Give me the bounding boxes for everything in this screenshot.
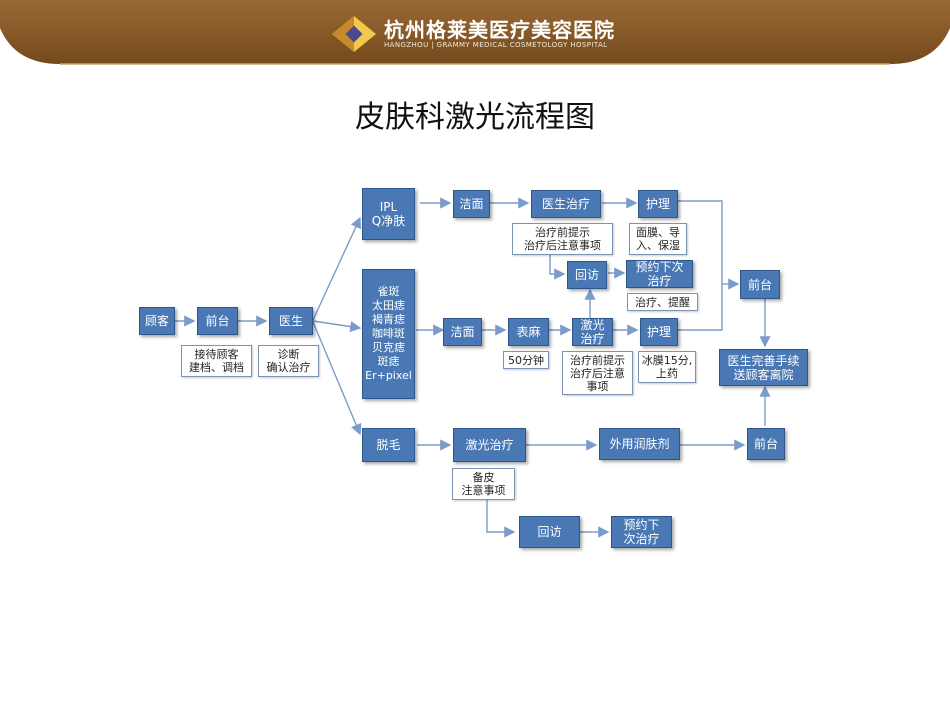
- flow-node-top-cleanse: 洁面: [453, 190, 490, 218]
- flow-node-hair-removal: 脱毛: [362, 428, 415, 462]
- flow-node-laser-treatment: 激光 治疗: [572, 318, 613, 346]
- flow-node-ipl: IPL Q净肤: [362, 188, 415, 240]
- flow-node-revisit-mid: 回访: [567, 261, 607, 289]
- flow-node-hair-laser: 激光治疗: [453, 428, 526, 462]
- page-title: 皮肤科激光流程图: [355, 100, 595, 135]
- flow-node-front-desk-right: 前台: [740, 270, 780, 299]
- brand-name-en: HANGZHOU | GRAMMY MEDICAL COSMETOLOGY HO…: [384, 41, 608, 49]
- flow-node-discharge: 医生完善手续 送顾客离院: [719, 349, 808, 386]
- note-anesthesia-time: 50分钟: [503, 351, 549, 369]
- note-care-details: 面膜、导 入、保湿: [629, 223, 687, 255]
- note-laser-tips: 治疗前提示 治疗后注意 事项: [562, 351, 633, 395]
- flow-node-next-appointment-bottom: 预约下 次治疗: [611, 516, 672, 548]
- flow-node-front-desk-bottom: 前台: [747, 428, 785, 460]
- flow-node-anesthesia: 表麻: [508, 318, 549, 346]
- flow-node-revisit-bottom: 回访: [519, 516, 580, 548]
- note-ice-mask: 冰膜15分, 上药: [638, 351, 696, 383]
- flow-node-customer: 顾客: [139, 307, 175, 335]
- hospital-logo-icon: [332, 16, 376, 52]
- brand-name-cn: 杭州格莱美医疗美容医院: [384, 18, 615, 42]
- flow-node-doctor: 医生: [269, 307, 313, 335]
- flow-node-next-appointment-mid: 预约下次 治疗: [626, 260, 693, 288]
- note-treatment-reminder: 治疗、提醒: [627, 293, 698, 311]
- flow-node-pigment-lesions: 雀斑 太田痣 褐青痣 咖啡斑 贝克痣 斑痣 Er+pixel: [362, 269, 415, 399]
- flow-node-mid-cleanse: 洁面: [443, 318, 482, 346]
- flow-node-doctor-treatment: 医生治疗: [531, 190, 601, 218]
- note-skin-prep: 备皮 注意事项: [452, 468, 515, 500]
- flow-node-moisturizer: 外用润肤剂: [599, 428, 680, 460]
- flow-node-front-desk: 前台: [197, 307, 238, 335]
- note-diagnosis: 诊断 确认治疗: [258, 345, 319, 377]
- flow-node-mid-care: 护理: [640, 318, 678, 346]
- header-band: [0, 0, 950, 65]
- note-reception: 接待顾客 建档、调档: [181, 345, 252, 377]
- flow-node-top-care: 护理: [638, 190, 678, 218]
- note-treatment-tips: 治疗前提示 治疗后注意事项: [512, 223, 613, 255]
